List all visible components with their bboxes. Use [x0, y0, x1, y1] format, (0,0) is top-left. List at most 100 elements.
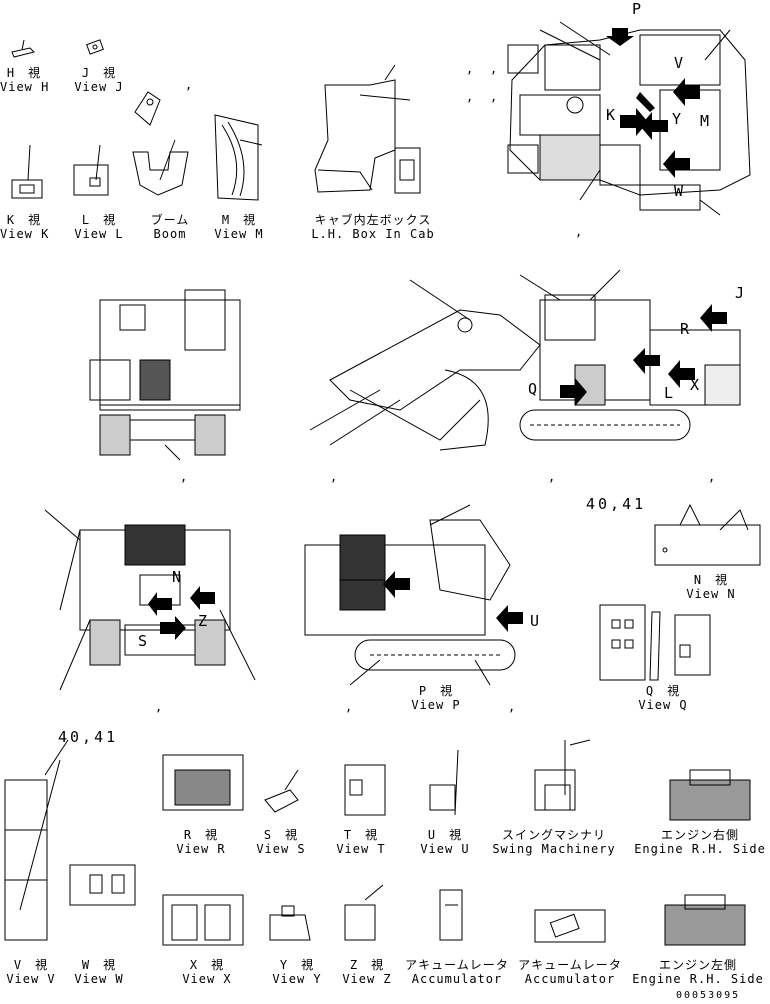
label-jp: P 視 — [418, 684, 454, 698]
label-jp: J 視 — [81, 66, 117, 80]
clip-part — [134, 91, 161, 126]
separator-mark: , — [490, 62, 498, 76]
label-en: View Z — [342, 972, 392, 986]
engine-rh-2 — [664, 894, 746, 946]
label-en: L.H. Box In Cab — [311, 227, 435, 241]
label-jp: W 視 — [81, 958, 117, 972]
view-u-part — [429, 749, 459, 816]
label-en: Accumulator — [411, 972, 503, 986]
label-en: View L — [74, 227, 124, 241]
drawing-number: 00053095 — [676, 990, 741, 1001]
label-jp: K 視 — [6, 213, 42, 227]
arrow-icon — [190, 586, 215, 610]
front-view-machine — [89, 289, 241, 456]
part-number-label: 40,41 — [58, 728, 119, 746]
arrow-icon — [663, 150, 690, 178]
callout-v: V — [674, 54, 687, 72]
callout-y: Y — [672, 110, 685, 128]
cab-box-drawing — [314, 64, 421, 194]
separator-mark: , — [708, 470, 716, 484]
label-en: View S — [256, 842, 306, 856]
callout-x: X — [690, 376, 703, 394]
separator-mark: , — [466, 90, 474, 104]
arrow-icon — [636, 92, 655, 112]
callout-q: Q — [528, 380, 541, 398]
label-jp: スイングマシナリ — [501, 828, 606, 842]
label-jp: アキュームレータ — [518, 958, 622, 972]
separator-mark: , — [180, 470, 188, 484]
label-en: View X — [182, 972, 232, 986]
view-r-part — [162, 754, 244, 811]
callout-l: L — [664, 384, 677, 402]
label-en: View Q — [638, 698, 688, 712]
label-en: View K — [0, 227, 50, 241]
leader-lines — [19, 21, 731, 911]
callout-m: M — [700, 112, 713, 130]
callout-p: P — [632, 0, 645, 18]
label-jp: アキュームレータ — [405, 958, 509, 972]
separator-mark: , — [508, 700, 516, 714]
arrow-icon — [700, 304, 727, 332]
arrow-icon — [560, 378, 587, 406]
callout-z: Z — [198, 612, 211, 630]
separator-mark: , — [490, 90, 498, 104]
label-jp: Y 視 — [279, 958, 315, 972]
label-jp: V 視 — [13, 958, 49, 972]
arrow-icon — [640, 112, 668, 140]
label-jp: Z 視 — [349, 958, 385, 972]
label-en: View P — [411, 698, 461, 712]
separator-mark: , — [345, 700, 353, 714]
arrow-icon — [383, 571, 410, 598]
label-en: View W — [74, 972, 124, 986]
label-en: View V — [6, 972, 56, 986]
view-j-part — [86, 39, 104, 55]
callout-k: K — [606, 106, 619, 124]
view-x-part — [162, 894, 244, 946]
arrow-icon — [633, 348, 660, 374]
label-en: Engine R.H. Side — [634, 842, 766, 856]
separator-mark: , — [330, 470, 338, 484]
label-en: View Y — [272, 972, 322, 986]
arrow-icon — [620, 108, 648, 136]
label-en: View U — [420, 842, 470, 856]
label-jp: L 視 — [81, 213, 117, 227]
label-jp: N 視 — [693, 573, 729, 587]
label-jp: エンジン右側 — [660, 828, 739, 842]
separator-mark: , — [185, 78, 193, 92]
swing-machinery-drawing — [534, 740, 576, 811]
view-w-part — [69, 864, 136, 906]
label-en: View T — [336, 842, 386, 856]
view-z-part — [344, 884, 384, 941]
label-jp: キャブ内左ボックス — [314, 213, 432, 227]
side-view-p — [304, 504, 516, 671]
view-k-part — [11, 144, 43, 199]
label-jp: H 視 — [6, 66, 42, 80]
view-m-part — [214, 114, 263, 201]
label-en: View R — [176, 842, 226, 856]
separator-mark: , — [155, 700, 163, 714]
label-jp: T 視 — [343, 828, 379, 842]
arrow-icon — [496, 605, 523, 632]
label-en: Engine R.H. Side — [632, 972, 764, 986]
view-s-part — [264, 769, 299, 813]
arrow-icon — [668, 360, 695, 388]
callout-u: U — [530, 612, 543, 630]
label-jp: R 視 — [183, 828, 219, 842]
